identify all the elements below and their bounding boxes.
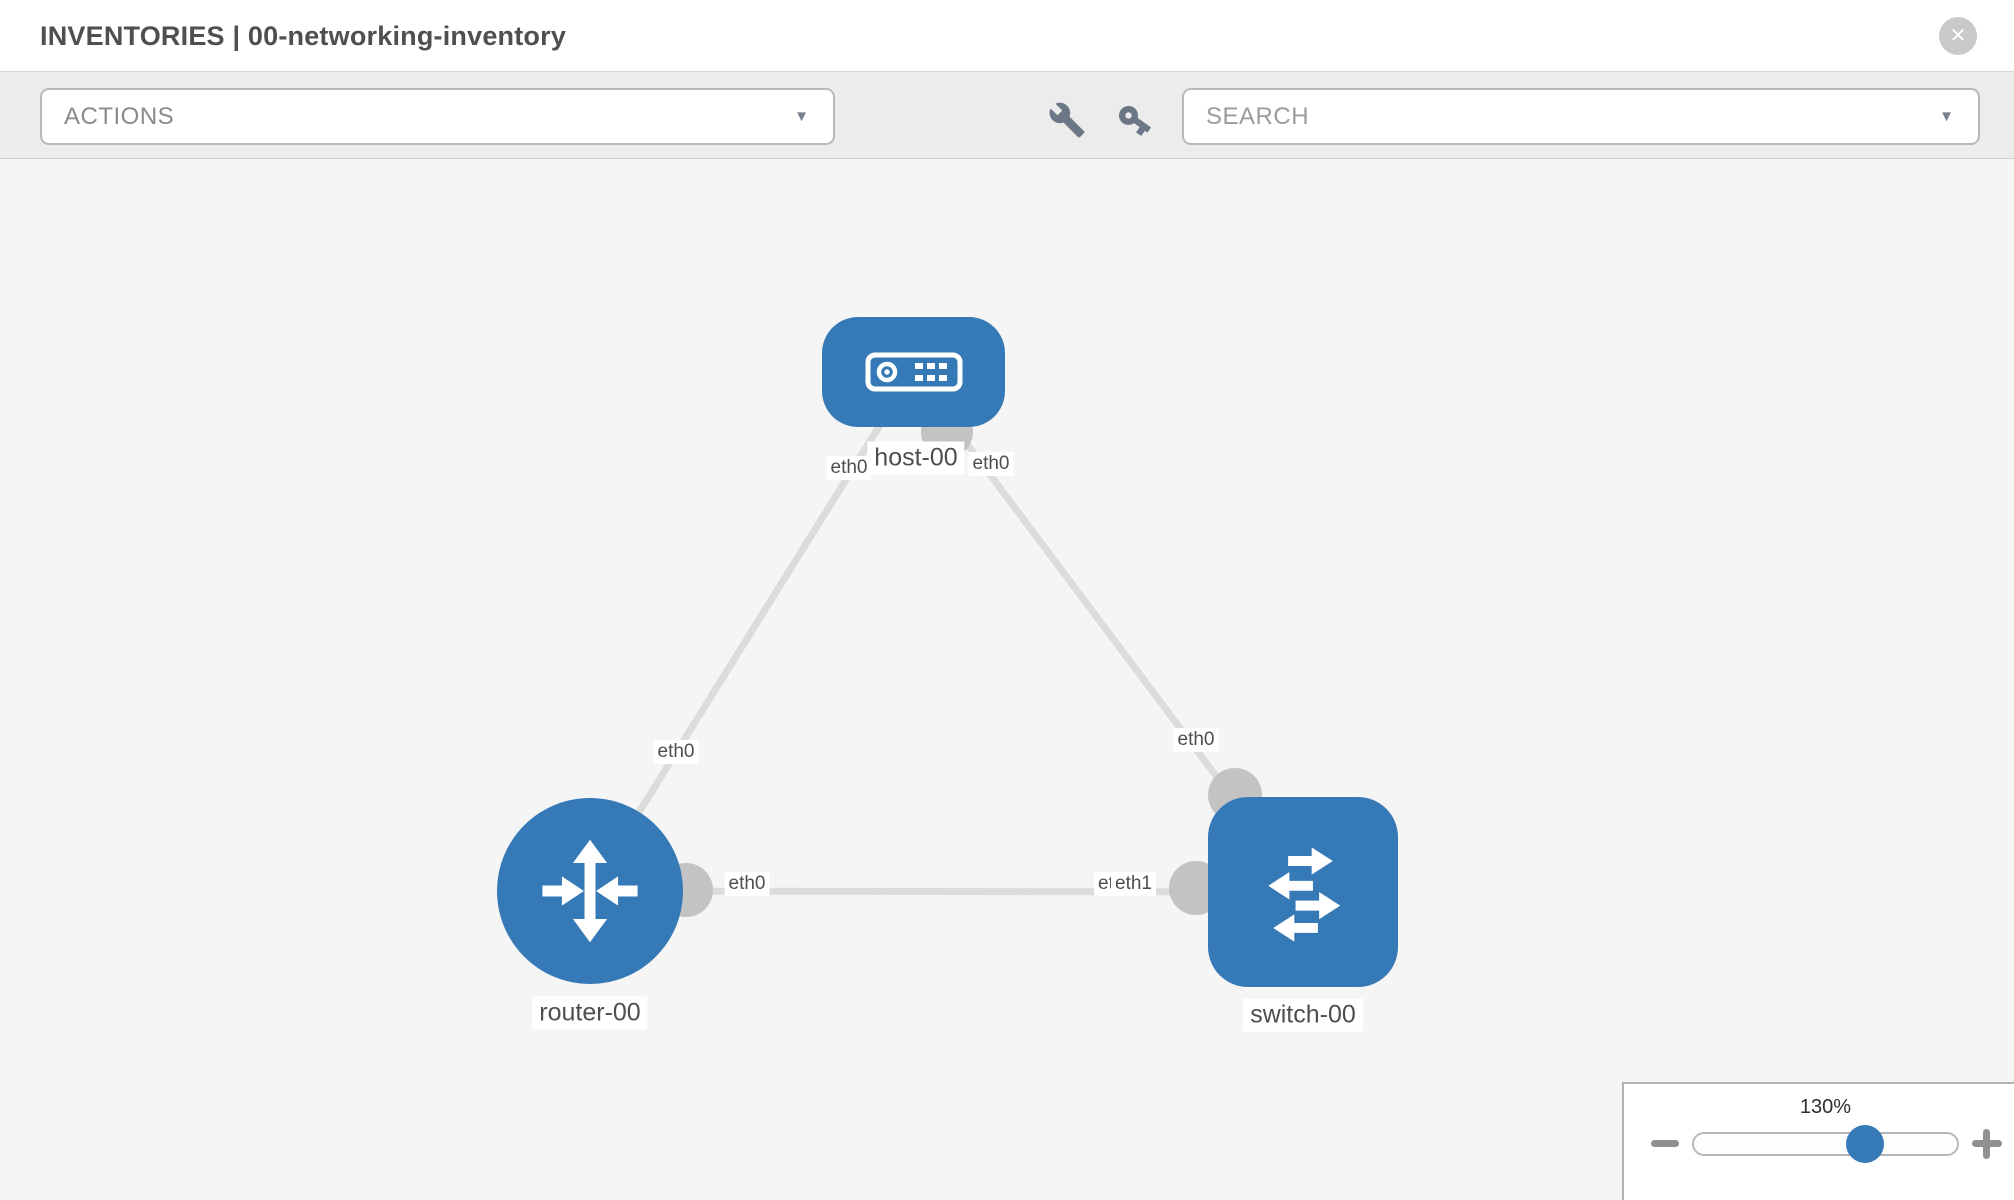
actions-dropdown-label: ACTIONS: [64, 103, 175, 130]
router-icon: [542, 839, 638, 943]
node-label-router: router-00: [532, 996, 648, 1030]
chevron-down-icon: ▼: [1939, 108, 1954, 125]
search-dropdown[interactable]: SEARCH ▼: [1182, 88, 1980, 145]
iface-label-host-eth0-to-switch: eth0: [968, 452, 1014, 476]
node-host-00[interactable]: [822, 317, 1005, 427]
iface-label-host-eth0-to-router: eth0: [826, 456, 872, 480]
actions-dropdown[interactable]: ACTIONS ▼: [40, 88, 835, 145]
node-switch-00[interactable]: [1208, 797, 1398, 987]
close-icon: ✕: [1949, 25, 1967, 47]
topology-links: [587, 369, 1306, 896]
zoom-out-button[interactable]: [1651, 1140, 1679, 1147]
page-title: INVENTORIES | 00-networking-inventory: [40, 21, 567, 51]
node-label-switch: switch-00: [1243, 998, 1363, 1032]
topology-canvas[interactable]: host-00 router-00 switch-00 eth0 eth0 et…: [0, 159, 2014, 1200]
iface-label-router-eth0-to-switch: eth0: [724, 872, 770, 896]
search-placeholder: SEARCH: [1206, 103, 1310, 130]
zoom-level: 130%: [1799, 1096, 1852, 1118]
wrench-icon[interactable]: [1048, 101, 1086, 139]
node-router-00[interactable]: [497, 798, 683, 984]
close-button[interactable]: ✕: [1939, 17, 1977, 55]
chevron-down-icon: ▼: [794, 108, 809, 125]
key-icon[interactable]: [1116, 101, 1154, 139]
zoom-in-button[interactable]: [1972, 1129, 2002, 1159]
iface-label-switch-eth0-to-host: eth0: [1173, 728, 1219, 752]
header-bar: INVENTORIES | 00-networking-inventory ✕: [0, 0, 2014, 72]
iface-label-switch-eth1: eth1: [1111, 872, 1156, 896]
zoom-slider-track[interactable]: [1692, 1132, 1959, 1156]
zoom-slider-thumb[interactable]: [1846, 1125, 1884, 1163]
iface-label-router-eth0-to-host: eth0: [653, 740, 699, 764]
switch-icon: [1268, 847, 1341, 942]
node-label-host: host-00: [867, 441, 965, 475]
zoom-panel: 130%: [1622, 1082, 2014, 1200]
toolbar: ACTIONS ▼ SEARCH ▼: [0, 72, 2014, 159]
host-icon: [865, 352, 962, 392]
